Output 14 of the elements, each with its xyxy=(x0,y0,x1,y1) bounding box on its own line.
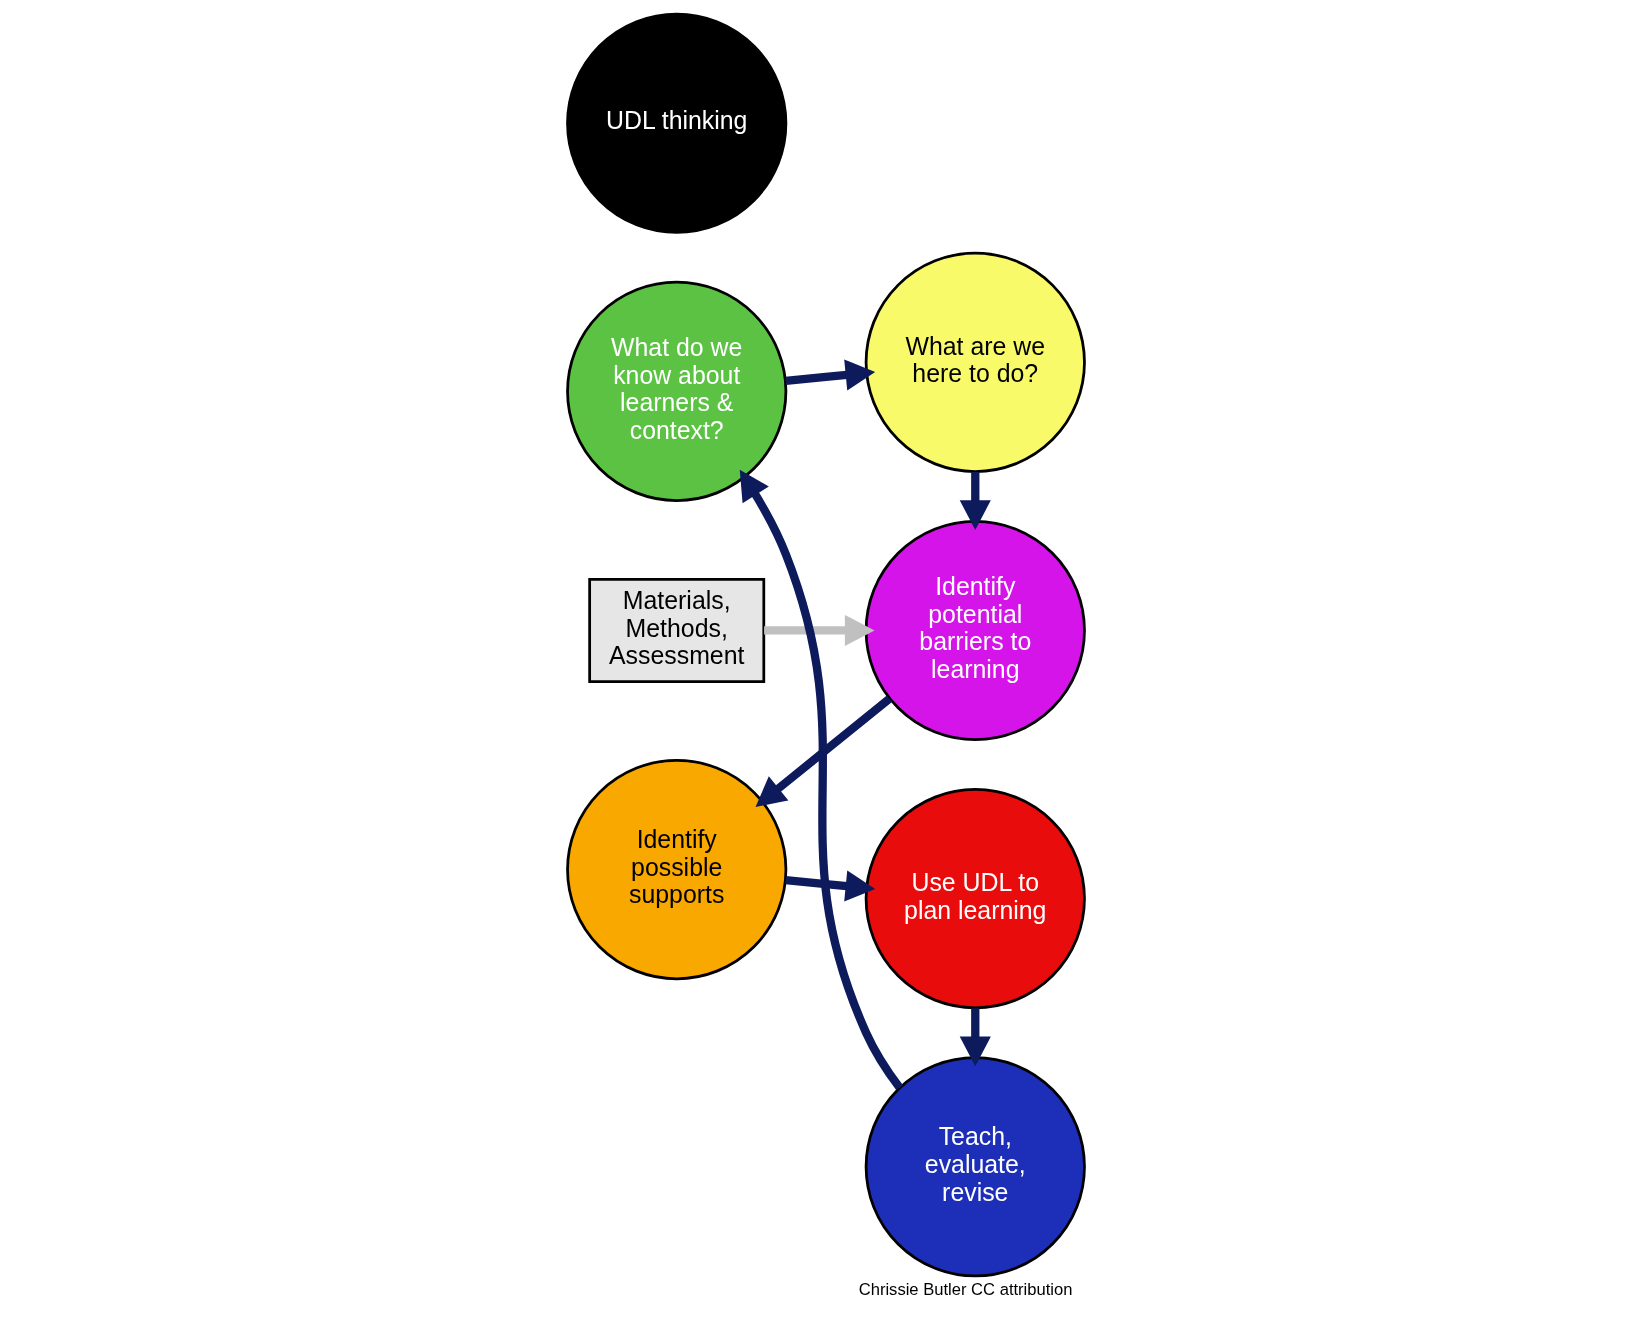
node-circle: Use UDL to plan learning xyxy=(864,788,1086,1010)
node-circle: What are we here to do? xyxy=(864,251,1086,473)
node-circle: Teach, evaluate, revise xyxy=(864,1056,1086,1278)
arrow xyxy=(959,472,991,530)
node-box: Materials, Methods, Assessment xyxy=(588,577,766,683)
caption: Chrissie Butler CC attribution xyxy=(858,1279,1073,1299)
node-circle: UDL thinking xyxy=(566,12,788,234)
arrow xyxy=(739,469,904,1091)
node-circle: Identify potential barriers to learning xyxy=(864,519,1086,742)
arrow xyxy=(764,614,875,647)
arrow xyxy=(755,695,893,807)
arrow xyxy=(785,870,876,902)
arrow xyxy=(959,1008,991,1067)
arrow xyxy=(785,359,876,391)
